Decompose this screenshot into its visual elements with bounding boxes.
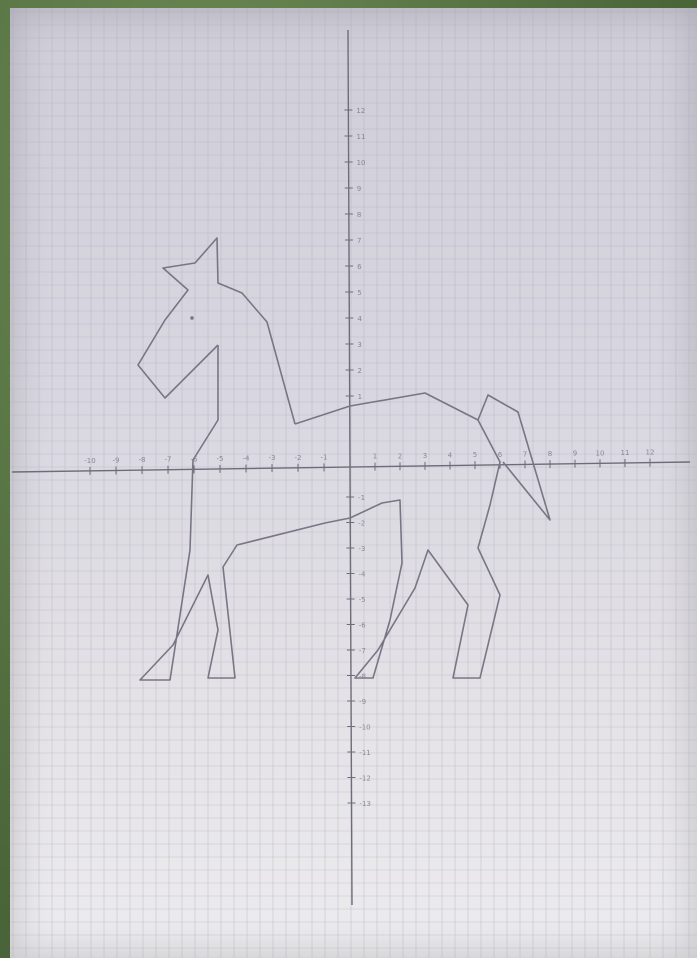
x-tick-label: 11 bbox=[621, 449, 630, 457]
x-tick-label: 2 bbox=[398, 452, 402, 460]
y-tick-label: 11 bbox=[356, 133, 365, 141]
y-tick-label: -5 bbox=[359, 596, 366, 604]
x-tick-label: -5 bbox=[217, 455, 224, 463]
y-tick-label: 3 bbox=[357, 341, 361, 349]
x-tick-label: 9 bbox=[573, 450, 577, 458]
x-tick-label: -10 bbox=[84, 457, 95, 465]
horse-body-outline bbox=[140, 345, 500, 680]
y-tick-label: -12 bbox=[359, 775, 370, 783]
y-tick-label: 2 bbox=[358, 367, 362, 375]
y-tick-label: -11 bbox=[359, 749, 370, 757]
grid-lines bbox=[10, 8, 697, 958]
x-tick-label: 7 bbox=[523, 450, 527, 458]
x-tick-label: 8 bbox=[548, 450, 552, 458]
y-tick-label: -10 bbox=[359, 724, 370, 732]
y-tick-label: 8 bbox=[357, 211, 361, 219]
x-tick-label: -9 bbox=[113, 456, 120, 464]
x-tick-label: -3 bbox=[269, 454, 276, 462]
x-tick-label: -1 bbox=[321, 453, 328, 461]
y-tick-label: -13 bbox=[360, 800, 371, 808]
y-tick-label: 10 bbox=[357, 159, 366, 167]
y-tick-label: -1 bbox=[358, 494, 365, 502]
horse-tail-outline bbox=[478, 395, 550, 520]
x-tick-label: -8 bbox=[139, 456, 146, 464]
x-tick-label: -2 bbox=[295, 454, 302, 462]
horse-head-outline bbox=[138, 238, 295, 424]
horse-drawing bbox=[138, 238, 550, 680]
x-tick-label: -7 bbox=[165, 456, 172, 464]
x-tick-label: 3 bbox=[423, 452, 427, 460]
x-tick-label: 1 bbox=[373, 453, 377, 461]
y-tick-label: -2 bbox=[358, 520, 365, 528]
x-tick-label: 12 bbox=[646, 449, 655, 457]
y-tick-label: -4 bbox=[358, 571, 366, 579]
y-tick-label: -7 bbox=[359, 647, 366, 655]
y-tick-label: -3 bbox=[358, 545, 365, 553]
y-tick-label: -9 bbox=[359, 698, 366, 706]
horse-eye bbox=[190, 316, 194, 320]
y-tick-label: -8 bbox=[359, 673, 366, 681]
x-tick-label: 4 bbox=[448, 452, 453, 460]
y-tick-label: 6 bbox=[357, 263, 362, 271]
y-tick-label: 12 bbox=[356, 107, 365, 115]
y-tick-label: -6 bbox=[359, 622, 367, 630]
y-tick-label: 7 bbox=[357, 237, 361, 245]
y-tick-label: 4 bbox=[357, 315, 362, 323]
x-tick-label: 5 bbox=[473, 451, 477, 459]
y-tick-label: 9 bbox=[357, 185, 361, 193]
y-tick-label: 5 bbox=[357, 289, 361, 297]
x-tick-label: -4 bbox=[243, 455, 251, 463]
y-tick-label: 1 bbox=[358, 393, 362, 401]
x-tick-label: 10 bbox=[596, 449, 605, 457]
